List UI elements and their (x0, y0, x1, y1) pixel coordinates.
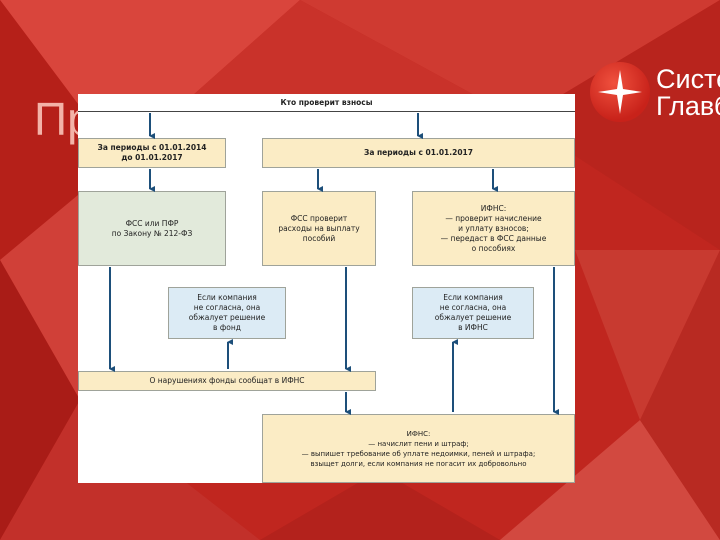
star-icon (598, 70, 642, 114)
fss-check-line-1: ФСС проверит (290, 213, 348, 223)
fss-check-box: ФСС проверит расходы на выплату пособий (262, 191, 376, 266)
final-line-3: взыщет долги, если компания не погасит и… (310, 459, 527, 468)
ifns-box: ИФНС: — проверит начисление и уплату взн… (412, 191, 575, 266)
dispute-ifns-line-1: Если компания (443, 293, 503, 302)
dispute-fund-line-2: не согласна, она (193, 303, 261, 312)
period-old-line-2: до 01.01.2017 (121, 153, 183, 162)
dispute-fund-box: Если компания не согласна, она обжалует … (168, 287, 286, 339)
dispute-fund-line-4: в фонд (213, 323, 241, 332)
logo-text: Систе Главб (656, 66, 720, 120)
flow-arrows (109, 113, 559, 415)
period-old-line-1: За периоды с 01.01.2014 (97, 143, 207, 152)
ifns-line-3: — передаст в ФСС данные (440, 233, 547, 243)
ifns-line-2: и уплату взносов; (458, 223, 529, 233)
fss-pfr-line-2: по Закону № 212-ФЗ (111, 228, 193, 238)
final-title: ИФНС: (406, 429, 431, 438)
final-line-1: — начислит пени и штраф; (368, 439, 469, 448)
final-line-2: — выпишет требование об уплате недоимки,… (301, 449, 536, 458)
report-text: О нарушениях фонды сообщат в ИФНС (149, 376, 305, 385)
dispute-ifns-line-2: не согласна, она (439, 303, 507, 312)
fss-check-line-3: пособий (302, 233, 336, 243)
fss-pfr-box: ФСС или ПФР по Закону № 212-ФЗ (78, 191, 226, 266)
ifns-title: ИФНС: (480, 203, 507, 213)
final-ifns-box: ИФНС: — начислит пени и штраф; — выпишет… (262, 414, 575, 483)
period-new-text: За периоды с 01.01.2017 (364, 148, 473, 157)
fss-pfr-line-1: ФСС или ПФР (125, 218, 179, 228)
diagram-panel: Кто проверит взносы За периоды с 01.01.2… (78, 94, 575, 483)
logo-line-1: Систе (656, 64, 720, 94)
fss-check-line-2: расходы на выплату (278, 223, 360, 233)
ifns-line-1: — проверит начисление (445, 213, 542, 223)
dispute-fund-line-3: обжалует решение (188, 313, 266, 322)
dispute-ifns-line-4: в ИФНС (458, 323, 488, 332)
header-text: Кто проверит взносы (280, 97, 373, 107)
dispute-ifns-box: Если компания не согласна, она обжалует … (412, 287, 534, 339)
logo-line-2: Главб (656, 91, 720, 121)
ifns-line-4: о пособиях (471, 243, 516, 253)
diagram-header: Кто проверит взносы (78, 94, 575, 112)
dispute-ifns-line-3: обжалует решение (434, 313, 512, 322)
report-box: О нарушениях фонды сообщат в ИФНС (78, 371, 376, 391)
logo-icon (590, 62, 650, 122)
dispute-fund-line-1: Если компания (197, 293, 257, 302)
period-old-box: За периоды с 01.01.2014 до 01.01.2017 (78, 138, 226, 168)
